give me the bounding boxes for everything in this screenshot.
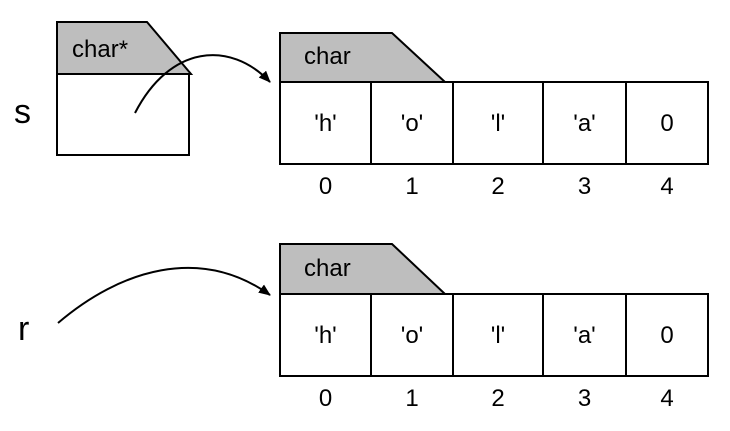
top-array-index-2: 2	[491, 173, 504, 200]
top-array-cell-0	[279, 81, 372, 165]
bottom-array-cell-0	[279, 293, 372, 377]
top-array-cell-4	[625, 81, 709, 165]
bottom-array-cell-3	[542, 293, 627, 377]
bottom-array-cell-2	[452, 293, 544, 377]
pointer-box-s: char*	[56, 21, 194, 156]
top-array-index-4: 4	[660, 173, 673, 200]
top-array-type-label: char	[304, 43, 351, 70]
bottom-array-index-4: 4	[660, 385, 673, 412]
bottom-array-index-0: 0	[319, 385, 332, 412]
pointer-type-tag	[56, 21, 194, 75]
pointer-value-box	[56, 73, 190, 156]
top-array-cell-value-3: 'a'	[573, 110, 596, 137]
bottom-array-type-label: char	[304, 255, 351, 282]
top-array-cell-value-1: 'o'	[401, 110, 424, 137]
bottom-array-cell-value-3: 'a'	[573, 322, 596, 349]
top-array-index-0: 0	[319, 173, 332, 200]
pointer-type-label: char*	[72, 36, 128, 63]
bottom-array-index-3: 3	[578, 385, 591, 412]
bottom-array-index-2: 2	[491, 385, 504, 412]
top-array-cell-2	[452, 81, 544, 165]
top-array-cell-value-4: 0	[660, 110, 673, 137]
bottom-array-cell-value-0: 'h'	[314, 322, 337, 349]
bottom-array-cell-value-1: 'o'	[401, 322, 424, 349]
bottom-array-cell-4	[625, 293, 709, 377]
bottom-array-cell-value-4: 0	[660, 322, 673, 349]
bottom-array-cell-1	[370, 293, 454, 377]
bottom-array-index-1: 1	[405, 385, 418, 412]
variable-r-label: r	[18, 310, 29, 348]
top-char-array: char 'h' 0 'o' 1 'l' 2 'a' 3 0 4	[279, 32, 709, 200]
top-array-index-3: 3	[578, 173, 591, 200]
variable-s-label: s	[14, 93, 31, 131]
pointer-arrow-r	[57, 266, 271, 324]
top-array-index-1: 1	[405, 173, 418, 200]
top-array-cell-1	[370, 81, 454, 165]
top-array-cell-value-2: 'l'	[491, 110, 506, 137]
bottom-array-cell-value-2: 'l'	[491, 322, 506, 349]
bottom-char-array: char 'h' 0 'o' 1 'l' 2 'a' 3 0 4	[279, 243, 709, 412]
pointer-arrow-s	[134, 54, 271, 114]
top-array-cell-value-0: 'h'	[314, 110, 337, 137]
